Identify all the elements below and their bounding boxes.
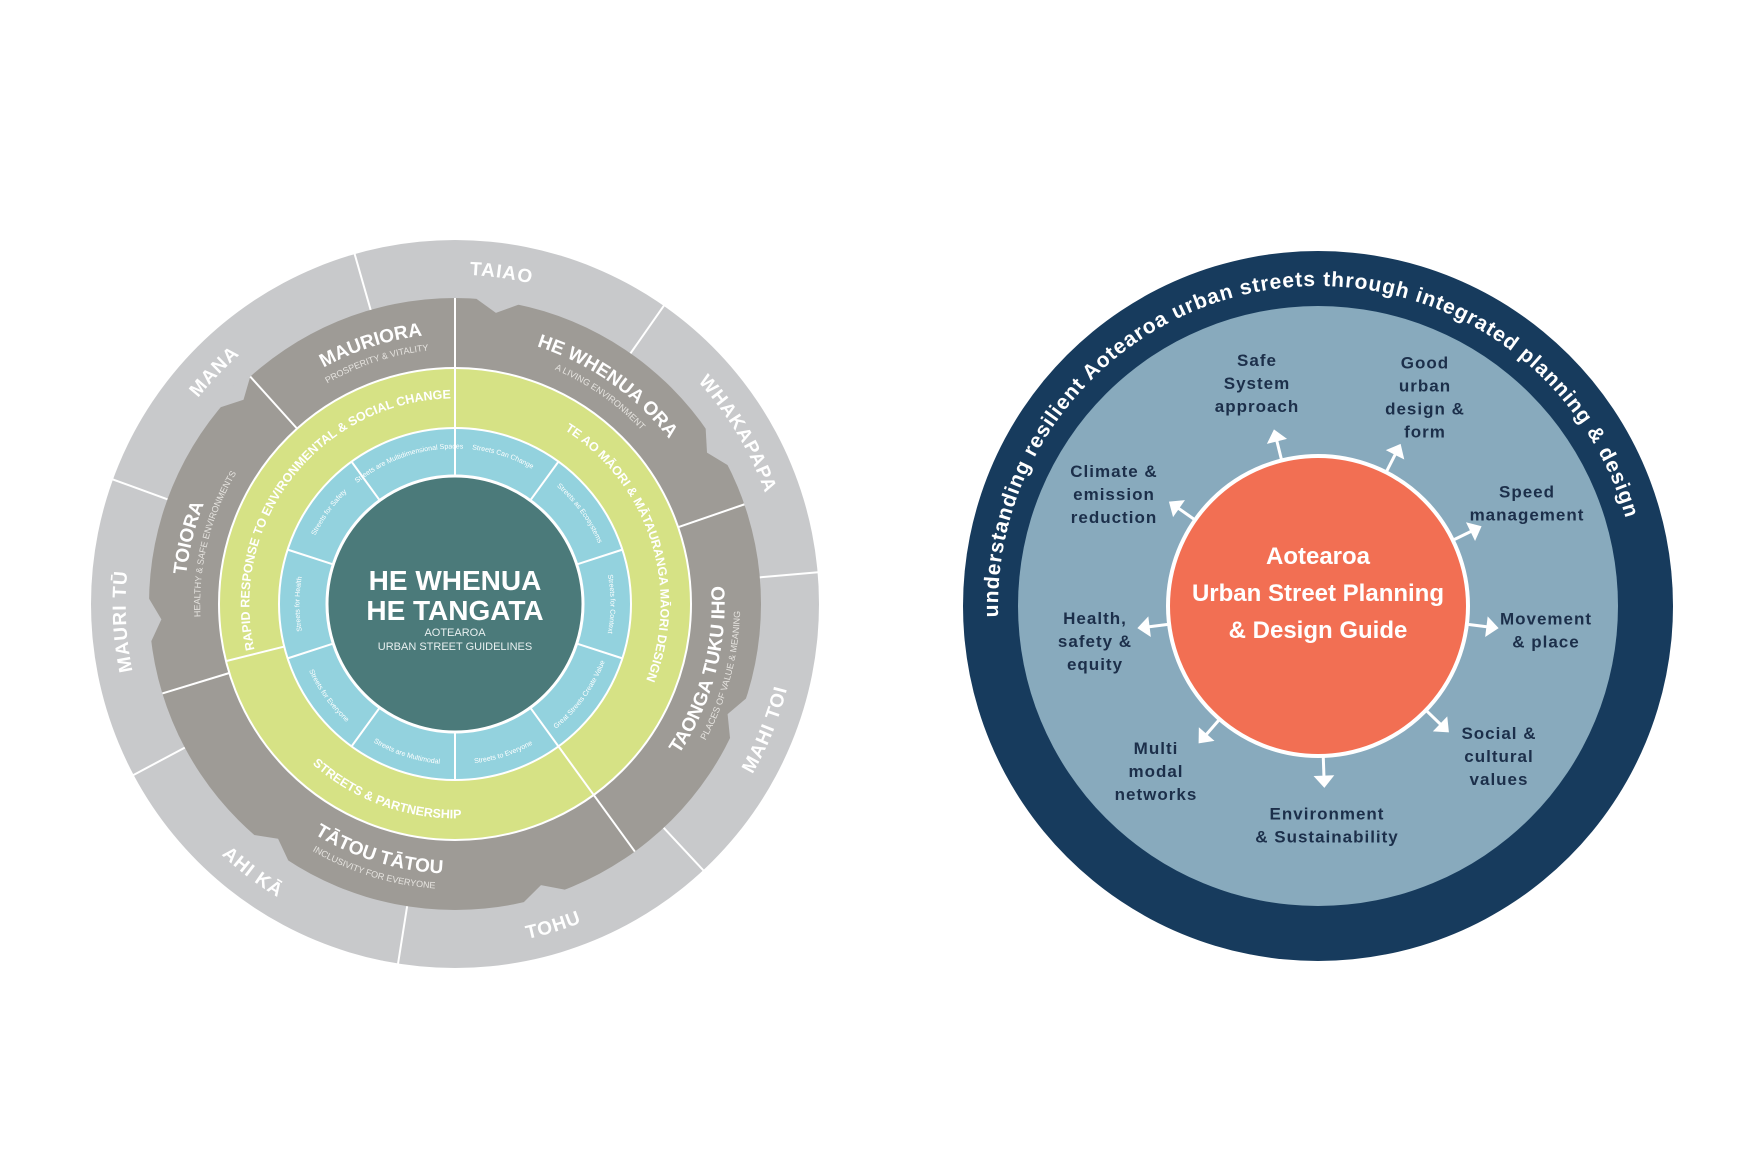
center-circle [1166,454,1470,758]
center-title: HE TANGATA [366,595,543,626]
ring-notch [523,885,565,903]
theme-label-line: modal [1128,762,1183,781]
outer-ring-divider [110,477,168,501]
theme-label: Multi modal networks [1115,739,1198,804]
arrow-head-icon [1168,500,1185,518]
street-principle-label: Streets for Context [606,574,616,634]
streets-ring-divider [287,642,334,660]
theme-label-line: equity [1067,655,1123,674]
theme-label-line: approach [1215,397,1300,416]
theme-label-line: Speed [1499,483,1555,502]
center-subtitle: AOTEAROA [424,627,486,639]
theme-label-line: form [1404,423,1446,442]
theme-label: Health, safety & equity [1058,609,1132,674]
ring-notch [220,376,251,408]
theme-label-line: Good [1401,354,1449,373]
theme-label-line: safety & [1058,632,1132,651]
arrow-head-icon [1137,616,1151,637]
theme-label-line: Multi [1134,739,1179,758]
theme-label: Movement & place [1500,610,1592,652]
theme-label-line: Health, [1063,609,1127,628]
outer-ring-divider [396,906,409,966]
theme-label-line: & place [1512,633,1579,652]
center-title-line: Urban Street Planning [1192,580,1444,607]
streets-ring-divider [576,642,623,660]
arrow-head-icon [1313,775,1335,788]
street-principle-label: Streets for Health [294,576,303,632]
arrow-head-icon [1432,716,1449,733]
theme-label-line: Environment [1270,805,1385,824]
theme-label-line: Climate & [1070,462,1157,481]
theme-label-line: Safe [1237,351,1277,370]
theme-label-line: & Sustainability [1255,828,1399,847]
arrow-head-icon [1198,727,1215,744]
theme-label: Good urban design & form [1385,354,1465,442]
theme-label-line: management [1470,506,1585,525]
outer-ring-divider [759,571,820,579]
arrow-head-icon [1266,429,1288,444]
theme-label-line: values [1470,770,1529,789]
streets-ring-divider [529,461,560,502]
theme-label-line: networks [1115,785,1198,804]
theme-label-line: reduction [1071,508,1157,527]
theme-label-line: System [1224,374,1290,393]
values-ring-divider [162,672,230,695]
theme-label: Social & cultural values [1461,724,1536,789]
arrow-head-icon [1465,522,1482,541]
outer-ring-divider [353,251,372,311]
theme-label: Environment & Sustainability [1255,805,1399,847]
principles-ring-divider [557,745,595,796]
theme-label: Speed management [1470,483,1585,525]
values-ring-divider [677,503,745,529]
arrow-head-icon [1485,616,1499,637]
principles-ring-divider [225,645,285,663]
streets-ring-divider [350,461,381,502]
street-principle-label-text: Streets for Health [294,576,303,632]
theme-label-line: urban [1399,377,1451,396]
theme-label-line: cultural [1464,747,1533,766]
street-principle-label-text: Streets for Context [606,574,616,634]
center-title-line: & Design Guide [1229,617,1408,644]
streets-ring-divider [529,706,560,747]
ring-notch [254,834,289,861]
theme-label-line: design & [1385,400,1465,419]
ring-notch [727,698,747,739]
values-ring-divider [249,375,298,430]
streets-ring-divider [350,706,381,747]
center-title: HE WHENUA [369,565,542,596]
center-subtitle: URBAN STREET GUIDELINES [378,641,532,653]
urban-street-planning-diagram: understanding resilient Aotearoa urban s… [963,251,1673,961]
arrow-head-icon [1385,443,1405,460]
theme-label-line: Movement [1500,610,1592,629]
streets-ring-divider [576,548,623,566]
outer-ring-divider [662,827,706,873]
ring-notch [705,428,728,466]
outer-ring-divider [629,303,666,354]
streets-ring-divider [287,548,334,566]
theme-label: Climate & emission reduction [1070,462,1157,527]
center-circle [325,474,585,734]
ring-notch [476,295,519,313]
theme-label-line: emission [1073,485,1155,504]
theme-label-line: Social & [1461,724,1536,743]
values-ring-divider [592,794,636,853]
outer-ring-divider [131,746,186,777]
ring-notch [143,598,162,642]
center-title-line: Aotearoa [1266,543,1371,570]
